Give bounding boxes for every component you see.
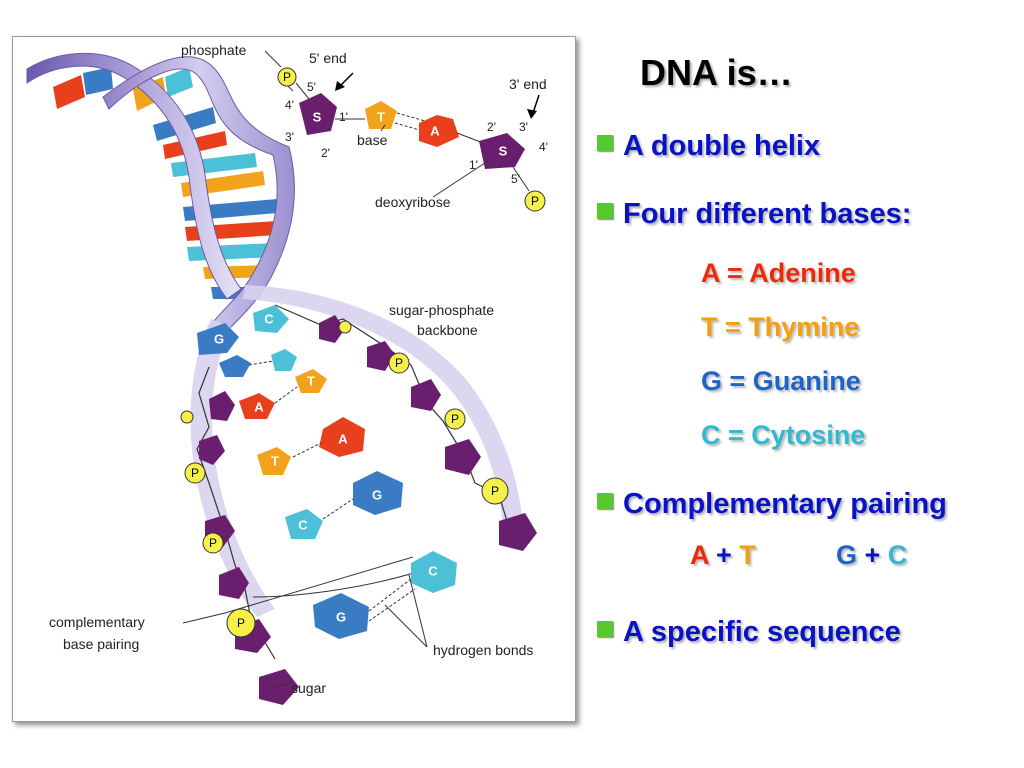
base-cytosine: C = Cytosine bbox=[701, 420, 866, 450]
svg-text:G: G bbox=[372, 488, 382, 503]
pair-a-t: A + T bbox=[690, 540, 756, 570]
diagram-labels: phosphate 5' end 3' end base deoxyribose… bbox=[49, 42, 547, 696]
dna-diagram-svg: P P P P P P G C A T T bbox=[26, 42, 548, 705]
label-sugar: sugar bbox=[291, 680, 326, 696]
pair-g-c-top: G C bbox=[197, 305, 289, 355]
phosphate-inset-right: P bbox=[524, 190, 546, 212]
svg-text:T: T bbox=[271, 454, 279, 469]
bullet-text: A double helix bbox=[623, 130, 821, 162]
svg-text:C: C bbox=[264, 312, 274, 327]
svg-text:4': 4' bbox=[285, 98, 294, 112]
label-deoxyribose: deoxyribose bbox=[375, 194, 451, 210]
svg-text:S: S bbox=[313, 110, 322, 125]
svg-text:1': 1' bbox=[469, 158, 478, 172]
label-backbone: backbone bbox=[417, 322, 478, 338]
bullet-complementary-pairing: Complementary pairing bbox=[597, 488, 947, 521]
bullet-square-icon bbox=[597, 621, 613, 637]
svg-text:5': 5' bbox=[511, 172, 520, 186]
sugar-inset-left bbox=[299, 93, 337, 135]
pair-g-c-bottom: G C bbox=[313, 551, 457, 639]
sugar-bottom bbox=[259, 669, 299, 705]
svg-text:T: T bbox=[307, 374, 315, 389]
svg-text:2': 2' bbox=[321, 146, 330, 160]
slide-title: DNA is… bbox=[640, 52, 793, 93]
sugar-inset-right bbox=[479, 133, 525, 169]
pair-a-t-1: A T bbox=[239, 369, 327, 419]
svg-text:C: C bbox=[428, 564, 438, 579]
svg-text:G: G bbox=[336, 610, 346, 625]
svg-text:3': 3' bbox=[285, 130, 294, 144]
pair-g-c-small bbox=[219, 349, 297, 377]
label-sugar-phosphate: sugar-phosphate bbox=[389, 302, 494, 318]
svg-text:2': 2' bbox=[487, 120, 496, 134]
nucleotide-inset: P S T A S P bbox=[277, 67, 546, 212]
bullet-text: A specific sequence bbox=[623, 616, 901, 648]
base-t-inset bbox=[365, 101, 397, 129]
svg-text:P: P bbox=[451, 412, 459, 426]
sugar-pentagons bbox=[199, 315, 537, 705]
bullet-text: Four different bases: bbox=[623, 198, 912, 230]
svg-text:4': 4' bbox=[539, 140, 548, 154]
svg-text:P: P bbox=[491, 484, 499, 498]
bullet-double-helix: A double helix bbox=[597, 130, 820, 163]
label-base: base bbox=[357, 132, 388, 148]
bullet-square-icon bbox=[597, 203, 613, 219]
svg-text:P: P bbox=[191, 466, 199, 480]
svg-text:T: T bbox=[377, 110, 385, 125]
svg-text:3': 3' bbox=[519, 120, 528, 134]
dna-structure-diagram: P P P P P P G C A T T bbox=[12, 36, 576, 722]
svg-text:A: A bbox=[338, 432, 348, 447]
label-5-end: 5' end bbox=[309, 50, 347, 66]
svg-text:S: S bbox=[499, 144, 508, 159]
phosphate-circles: P P P P P P bbox=[180, 320, 509, 638]
svg-text:G: G bbox=[214, 332, 224, 347]
svg-text:5': 5' bbox=[307, 80, 316, 94]
base-thymine: T = Thymine bbox=[701, 312, 860, 342]
svg-text:P: P bbox=[209, 536, 217, 550]
pair-g-c: G + C bbox=[836, 540, 908, 570]
pair-c-g: C G bbox=[285, 471, 403, 539]
svg-text:C: C bbox=[298, 518, 308, 533]
base-a-inset bbox=[419, 115, 459, 147]
bullet-specific-sequence: A specific sequence bbox=[597, 616, 901, 649]
label-3-end: 3' end bbox=[509, 76, 547, 92]
svg-text:P: P bbox=[395, 356, 403, 370]
label-base-pairing: base pairing bbox=[63, 636, 139, 652]
label-complementary: complementary bbox=[49, 614, 145, 630]
bullet-four-bases: Four different bases: bbox=[597, 198, 911, 231]
bullet-square-icon bbox=[597, 135, 613, 151]
label-hydrogen-bonds: hydrogen bonds bbox=[433, 642, 533, 658]
svg-text:A: A bbox=[254, 400, 264, 415]
svg-text:P: P bbox=[283, 70, 291, 84]
svg-text:P: P bbox=[237, 616, 245, 630]
base-guanine: G = Guanine bbox=[701, 366, 861, 396]
bullet-square-icon bbox=[597, 493, 613, 509]
carbon-numbers: 5' 4' 3' 2' 1' 2' 3' 4' 1' 5' bbox=[285, 80, 548, 186]
svg-text:A: A bbox=[430, 124, 440, 139]
ladder-base-pairs: G C A T T A C bbox=[197, 305, 457, 639]
svg-text:1': 1' bbox=[339, 110, 348, 124]
base-adenine: A = Adenine bbox=[701, 258, 856, 288]
svg-text:P: P bbox=[531, 194, 539, 208]
phosphate-top-left: P bbox=[277, 67, 297, 87]
label-phosphate: phosphate bbox=[181, 42, 247, 58]
pair-t-a: T A bbox=[257, 417, 365, 475]
bullet-text: Complementary pairing bbox=[623, 488, 947, 520]
